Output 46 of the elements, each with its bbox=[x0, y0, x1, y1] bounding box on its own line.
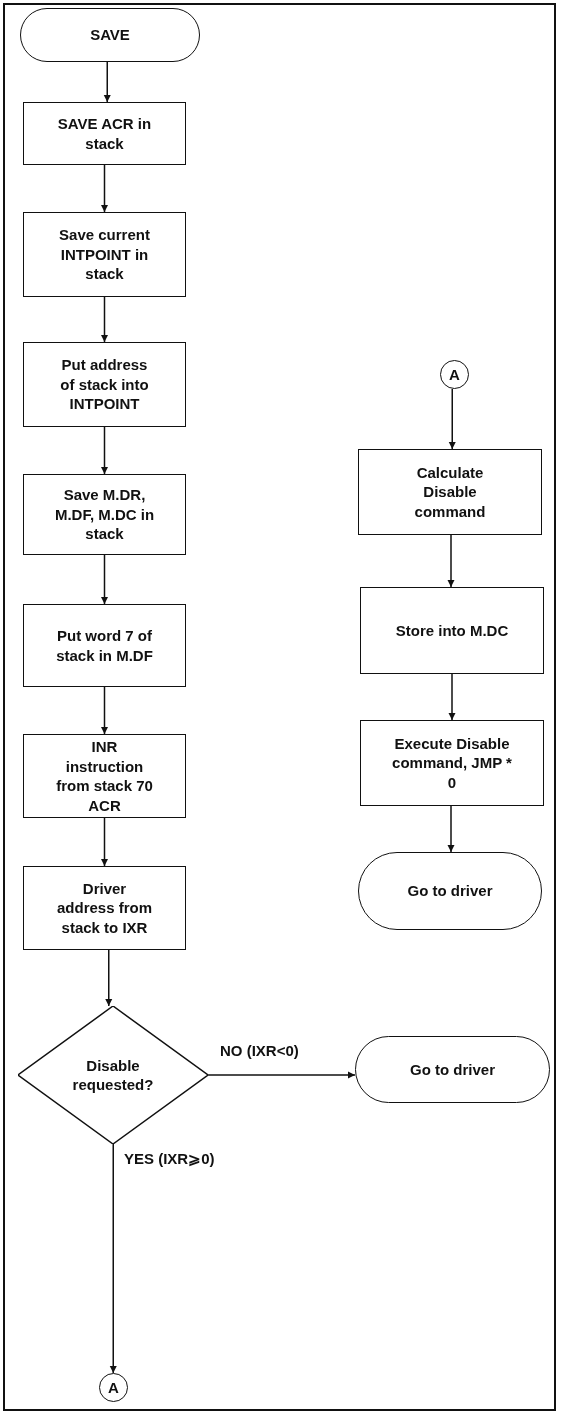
arrow bbox=[101, 426, 108, 475]
node-text: Driver address from stack to IXR bbox=[55, 878, 153, 938]
decision-diamond bbox=[18, 1006, 208, 1144]
process-box bbox=[23, 342, 186, 427]
arrow bbox=[105, 949, 113, 1007]
connector-circle bbox=[440, 360, 469, 389]
node-text: Put word 7 of stack in M.DF bbox=[55, 626, 154, 665]
process-box bbox=[23, 102, 186, 165]
process-box bbox=[360, 720, 544, 806]
node-text: Execute Disable command, JMP * 0 bbox=[391, 733, 513, 793]
node-text: A bbox=[449, 364, 460, 385]
node-text: SAVE bbox=[90, 25, 130, 45]
node-text: Store into M.DC bbox=[395, 620, 509, 641]
edge-label: YES (IXR⩾0) bbox=[122, 1150, 217, 1168]
arrow bbox=[447, 805, 455, 853]
node-text: Go to driver bbox=[410, 1059, 495, 1080]
node-text: Go to driver bbox=[407, 881, 493, 901]
arrow bbox=[101, 164, 108, 213]
arrow bbox=[109, 1143, 117, 1374]
process-box bbox=[23, 474, 186, 555]
arrow bbox=[447, 534, 455, 588]
process-box bbox=[23, 212, 186, 297]
node-text: Calculate Disable command bbox=[413, 462, 487, 522]
arrow bbox=[448, 388, 456, 450]
arrow bbox=[101, 554, 108, 605]
process-box bbox=[23, 734, 186, 818]
node-text: SAVE ACR in stack bbox=[56, 114, 153, 153]
node-text: A bbox=[108, 1377, 119, 1398]
arrow bbox=[101, 817, 108, 867]
arrow bbox=[448, 673, 456, 721]
node-text: INR instruction from stack 70 ACR bbox=[55, 737, 154, 815]
process-box bbox=[360, 587, 544, 674]
arrow bbox=[101, 296, 108, 343]
edge-label: NO (IXR<0) bbox=[218, 1042, 301, 1059]
node-text: Disable requested? bbox=[71, 1055, 155, 1095]
terminal-box bbox=[20, 8, 200, 62]
arrow bbox=[101, 686, 108, 735]
node-text: Save M.DR, M.DF, M.DC in stack bbox=[54, 485, 155, 544]
node-text: Save current INTPOINT in stack bbox=[58, 225, 151, 284]
process-box bbox=[23, 604, 186, 687]
node-text: Put address of stack into INTPOINT bbox=[59, 355, 150, 414]
connector-circle bbox=[99, 1373, 128, 1402]
arrow bbox=[207, 1071, 356, 1079]
process-box bbox=[23, 866, 186, 950]
arrow bbox=[103, 61, 111, 103]
process-box bbox=[358, 449, 542, 535]
